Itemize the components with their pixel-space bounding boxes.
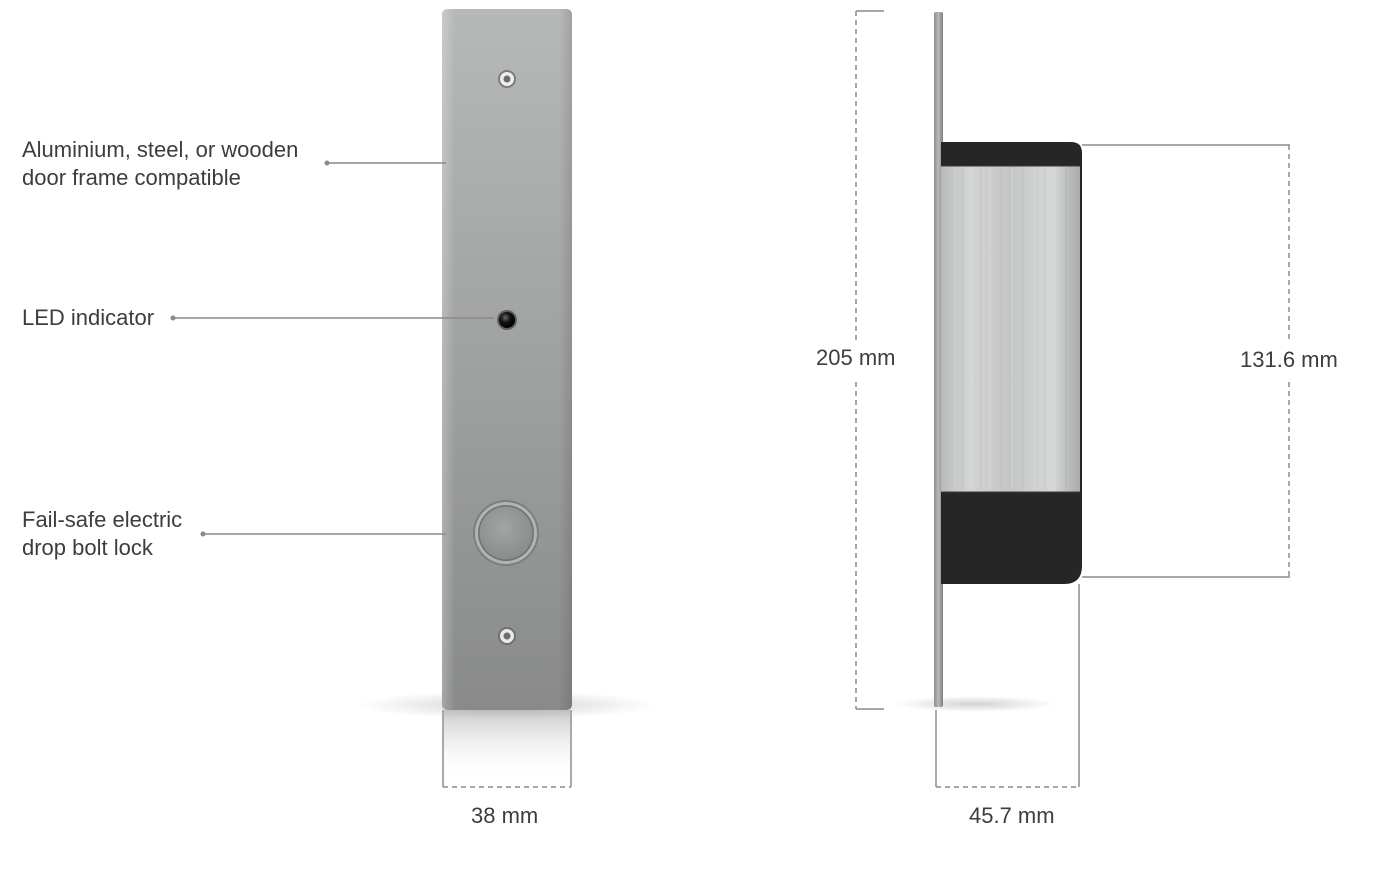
body-height-dimension — [1082, 144, 1290, 578]
front-width-label: 38 mm — [471, 803, 539, 829]
led-indicator-icon — [497, 310, 517, 330]
front-width-dimension — [442, 710, 572, 788]
front-plate-reflection — [444, 710, 570, 780]
height-dimension — [855, 10, 884, 710]
depth-dimension — [935, 584, 1080, 788]
drop-bolt-lock-label: Fail-safe electric drop bolt lock — [22, 507, 183, 560]
brushed-steel-cover — [941, 166, 1080, 492]
front-view — [357, 9, 657, 780]
body-height-label: 131.6 mm — [1240, 347, 1338, 373]
screw-icon — [498, 627, 516, 645]
side-view — [895, 12, 1082, 712]
drop-bolt-button-icon — [473, 500, 539, 566]
lock-body — [941, 142, 1082, 584]
height-label: 205 mm — [816, 345, 896, 371]
depth-label: 45.7 mm — [969, 803, 1055, 829]
screw-icon — [498, 70, 516, 88]
frame-compatibility-label: Aluminium, steel, or wooden door frame c… — [22, 137, 299, 190]
callout-leaders — [170, 160, 494, 537]
side-plate — [934, 12, 943, 707]
led-indicator-label: LED indicator — [22, 305, 155, 330]
